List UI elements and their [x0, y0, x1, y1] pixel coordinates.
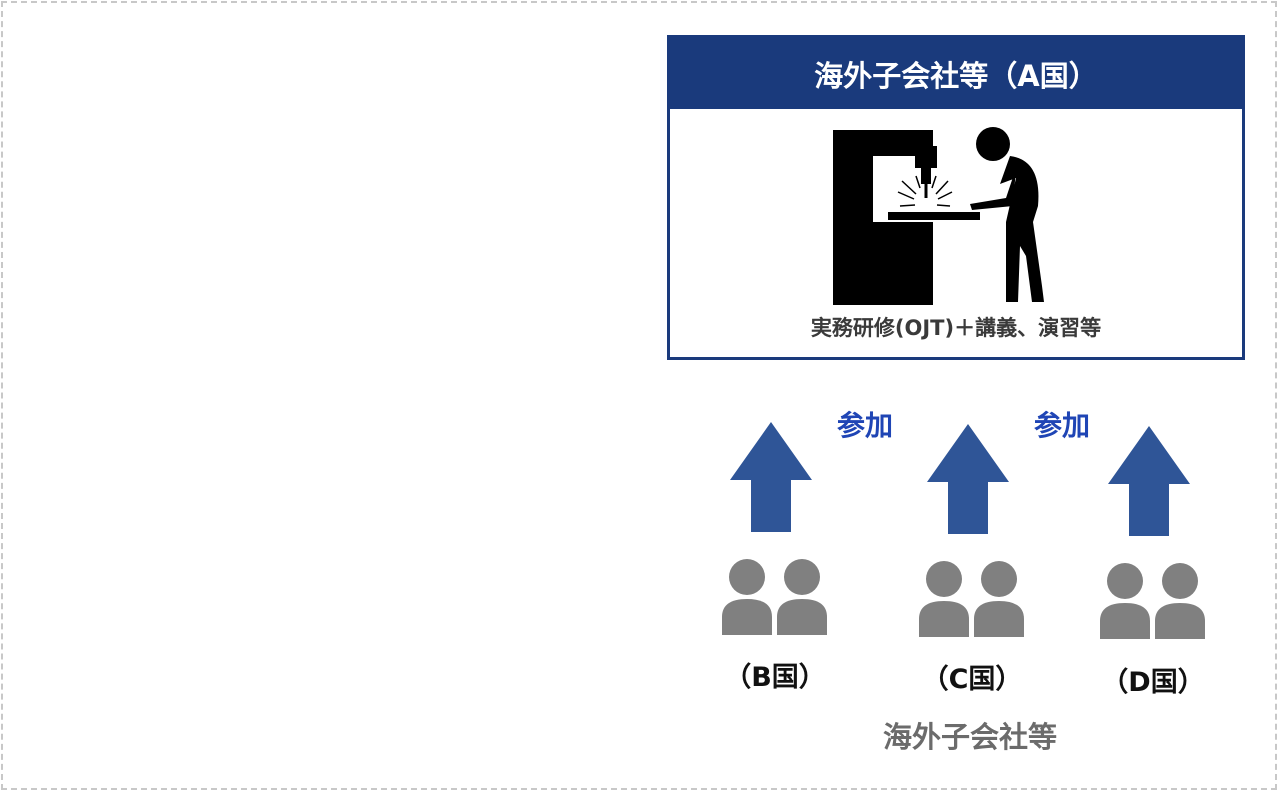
subsidiaries-label: 海外子会社等	[882, 720, 1057, 754]
two-people-icon	[919, 561, 1024, 637]
worker-at-drill-press-icon	[833, 127, 1044, 305]
country-label-d: （D国）	[1101, 667, 1205, 698]
overseas-subsidiary-a-box: 海外子会社等（A国） 実務研修(OJT)＋講義、演習等	[667, 35, 1245, 360]
participation-label: 参加	[1034, 409, 1091, 442]
two-people-icon	[1100, 563, 1205, 639]
participation-label: 参加	[837, 409, 894, 442]
country-label-b: （B国）	[724, 662, 826, 693]
up-arrow-icon	[927, 424, 1009, 534]
up-arrow-icon	[1108, 426, 1190, 536]
hq-title: 海外子会社等（A国）	[670, 38, 1242, 109]
training-description: 実務研修(OJT)＋講義、演習等	[810, 316, 1102, 340]
country-label-c: （C国）	[921, 664, 1023, 695]
two-people-icon	[722, 559, 827, 635]
up-arrow-icon	[730, 422, 812, 532]
